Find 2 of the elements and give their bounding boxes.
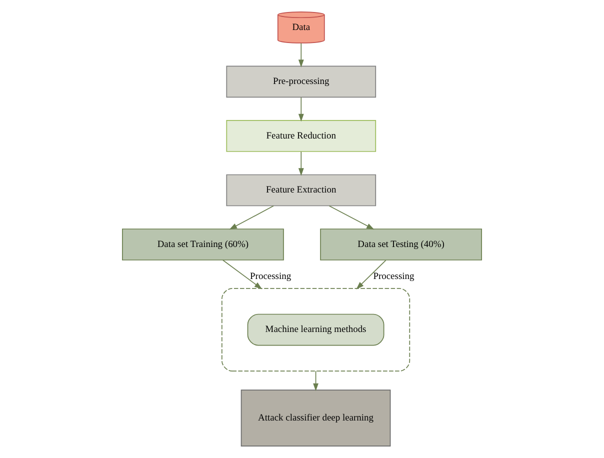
edge-label: Processing (373, 272, 414, 282)
edge-label: Processing (250, 272, 292, 282)
